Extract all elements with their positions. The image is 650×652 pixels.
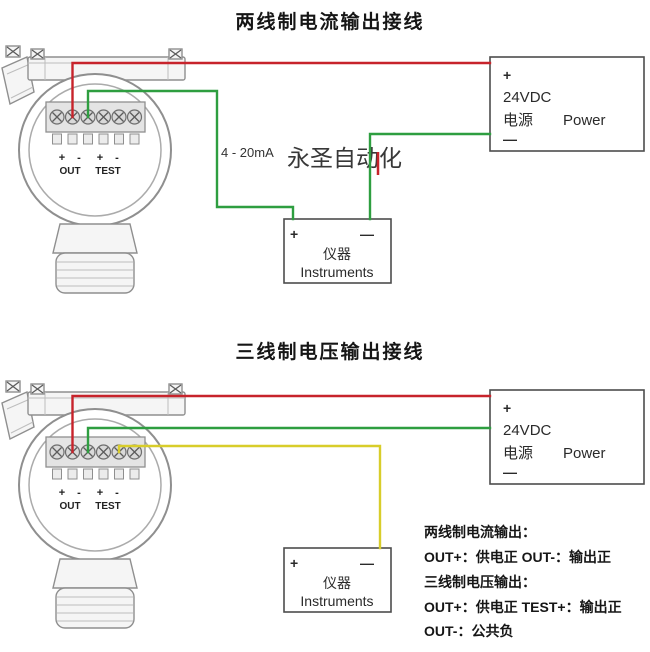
- diagram1-title: 两线制电流输出接线: [235, 10, 424, 33]
- instrument1-plus: +: [290, 226, 298, 242]
- diagram2-title: 三线制电压输出接线: [235, 340, 424, 363]
- note-line-4: OUT+：供电正 TEST+：输出正: [424, 599, 622, 615]
- diagram-three-wire: + 24VDC 电源 Power — + — 仪器 Instruments 两线…: [1, 380, 645, 639]
- instrument-box-1-frame: [283, 218, 392, 284]
- transmitter-2: [1, 380, 186, 629]
- instrument2-label-en: Instruments: [300, 593, 373, 609]
- power-box-2: + 24VDC 电源 Power —: [489, 389, 645, 485]
- instrument2-minus: —: [360, 555, 374, 571]
- power-box-2-frame: [489, 389, 645, 485]
- power2-minus: —: [503, 464, 517, 480]
- power1-plus: +: [503, 67, 511, 83]
- note-line-1: 两线制电流输出：: [424, 524, 536, 540]
- note-line-5: OUT-：公共负: [424, 623, 513, 639]
- instrument2-label-cn: 仪器: [323, 575, 351, 591]
- instrument-box-2-frame: [283, 547, 392, 613]
- instrument1-minus: —: [360, 226, 374, 242]
- watermark: 永圣自动化: [287, 145, 402, 171]
- power1-minus: —: [503, 131, 517, 147]
- power-box-1: + 24VDC 电源 Power —: [489, 56, 645, 152]
- note-line-3: 三线制电压输出：: [424, 574, 536, 590]
- instrument1-label-en: Instruments: [300, 264, 373, 280]
- power2-label-cn: 电源: [503, 445, 533, 462]
- power2-voltage: 24VDC: [503, 422, 552, 439]
- wire-green-common: [86, 426, 492, 454]
- wire-red-supply-2: [71, 394, 492, 454]
- power2-plus: +: [503, 400, 511, 416]
- power1-voltage: 24VDC: [503, 89, 552, 106]
- instrument-box-1: + — 仪器 Instruments: [283, 218, 392, 284]
- transmitter-1: [1, 45, 186, 294]
- diagram-two-wire: + 24VDC 电源 Power — + — 仪器 Instruments 4 …: [1, 45, 645, 294]
- wire-green-instrument-to-power: [368, 132, 492, 221]
- power1-label-cn: 电源: [503, 112, 533, 129]
- power-box-1-frame: [489, 56, 645, 152]
- note-line-2: OUT+：供电正 OUT-：输出正: [424, 549, 611, 565]
- wire-red-supply-1: [71, 61, 492, 119]
- wire-yellow-test-output: [117, 444, 382, 550]
- instrument1-label-cn: 仪器: [323, 246, 351, 262]
- wire-green-signal-to-instrument: [86, 89, 295, 221]
- instrument-box-2: + — 仪器 Instruments: [283, 547, 392, 613]
- instrument2-plus: +: [290, 555, 298, 571]
- signal-range-label: 4 - 20mA: [221, 145, 274, 160]
- wiring-notes: 两线制电流输出： OUT+：供电正 OUT-：输出正 三线制电压输出： OUT+…: [424, 524, 622, 639]
- power2-label-en: Power: [563, 445, 606, 462]
- power1-label-en: Power: [563, 112, 606, 129]
